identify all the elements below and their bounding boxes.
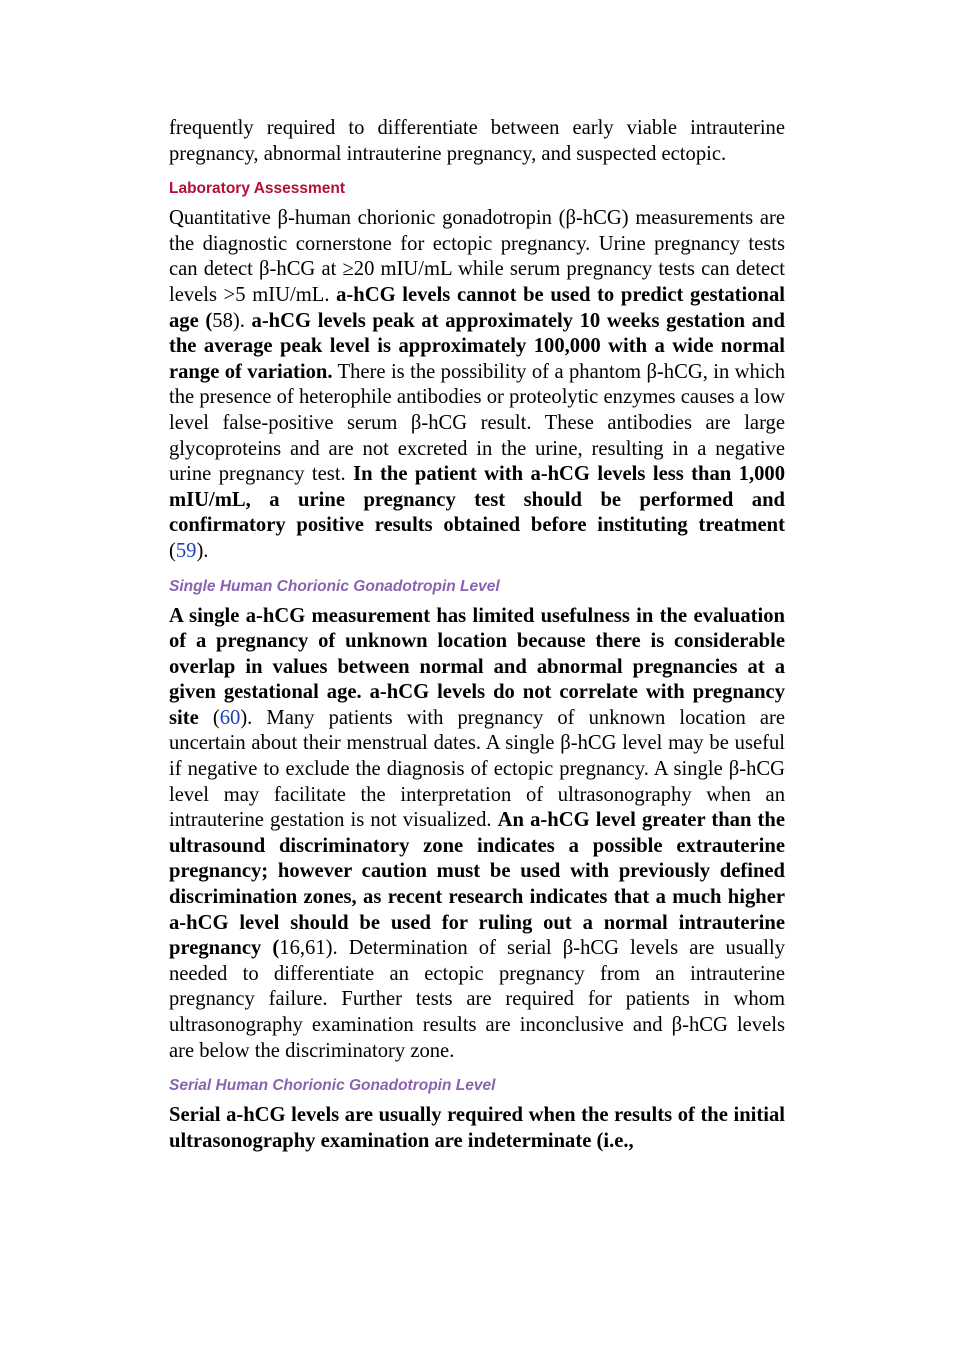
laboratory-assessment-paragraph: Quantitative β-human chorionic gonadotro… xyxy=(169,206,785,564)
reference-link-59[interactable]: 59 xyxy=(175,539,197,562)
bold-run: In the patient with a-hCG levels less th… xyxy=(169,463,785,537)
reference-link-60[interactable]: 60 xyxy=(219,706,241,729)
text-run: ( xyxy=(198,706,220,729)
text-run: There is the possibility of a phantom β-… xyxy=(169,360,785,486)
text-run: 16,61). Determination of serial β-hCG le… xyxy=(169,937,786,1062)
bold-run: A single a-hCG measurement has limited u… xyxy=(169,604,785,729)
text-run: ). xyxy=(196,539,209,562)
text-run: Quantitative β-human chorionic gonadotro… xyxy=(169,207,785,306)
text-run: 58). xyxy=(212,309,252,332)
section-heading-laboratory-assessment: Laboratory Assessment xyxy=(169,180,346,198)
intro-paragraph: frequently required to differentiate bet… xyxy=(169,117,785,165)
serial-hcg-paragraph: Serial a-hCG levels are usually required… xyxy=(169,1103,785,1154)
text-run: ( xyxy=(169,539,176,562)
document-page: frequently required to differentiate bet… xyxy=(169,116,785,1154)
text-run: ). Many patients with pregnancy of unkno… xyxy=(169,706,786,832)
single-hcg-paragraph: A single a-hCG measurement has limited u… xyxy=(169,604,785,1065)
bold-run: a-hCG levels peak at approximately 10 we… xyxy=(169,309,785,383)
subsection-heading-single-hcg: Single Human Chorionic Gonadotropin Leve… xyxy=(169,577,500,595)
bold-run: Serial a-hCG levels are usually required… xyxy=(169,1104,785,1152)
subsection-heading-serial-hcg: Serial Human Chorionic Gonadotropin Leve… xyxy=(169,1077,496,1095)
bold-run: An a-hCG level greater than the ultrasou… xyxy=(169,809,786,960)
bold-run: a-hCG levels cannot be used to predict g… xyxy=(169,283,786,332)
